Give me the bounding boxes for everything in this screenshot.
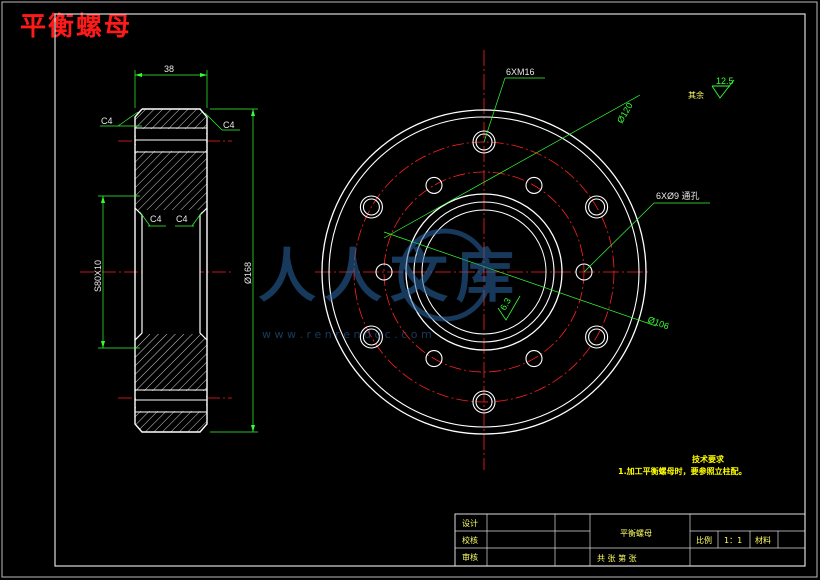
hole-outer-0 xyxy=(472,130,496,154)
roughness-value: 12.5 xyxy=(716,76,734,86)
outer-circle-1 xyxy=(321,109,647,435)
tb-design: 设计 xyxy=(462,518,478,528)
tb-scale-value: 1：1 xyxy=(724,536,742,545)
watermark-url: w w w . r e n r e n d o c . c o m xyxy=(262,328,432,341)
watermark-ring xyxy=(398,228,492,322)
c4-leader-tr xyxy=(204,112,223,131)
outer-holes xyxy=(359,130,609,414)
dia-leader-120 xyxy=(383,94,641,239)
c4-inner-left: C4 xyxy=(150,214,162,224)
hole-outer-3 xyxy=(472,390,496,414)
hole-outer-5-inner xyxy=(362,198,380,216)
general-roughness: 其余 12.5 xyxy=(688,76,735,100)
watermark: 人人文库 w w w . r e n r e n d o c . c o m xyxy=(258,228,522,341)
hole-outer-1 xyxy=(585,195,609,219)
dim-38-arrow-l xyxy=(135,73,142,77)
tb-review: 审核 xyxy=(462,552,478,562)
hole-outer-4-inner xyxy=(362,328,380,346)
drawing-title: 平衡螺母 xyxy=(20,12,133,42)
title-block-frame xyxy=(454,513,806,567)
hole-outer-2 xyxy=(585,325,609,349)
bolt-circle-outer xyxy=(353,141,615,403)
notes-line-1: 1.加工平衡螺母时，要参照立柱配。 xyxy=(618,466,747,476)
through-leader xyxy=(583,202,655,273)
tapped-leader xyxy=(483,77,506,143)
dia-leader-106 xyxy=(383,231,657,327)
height-dim: Ø168 xyxy=(243,262,253,284)
tb-sheet: 共 张 第 张 xyxy=(597,553,637,563)
title-block: 设计 校核 审核 平衡螺母 共 张 第 张 比例 1：1 材料 xyxy=(454,513,806,567)
lower-section-hatch xyxy=(135,333,207,432)
thread-label: S80X10 xyxy=(93,260,103,292)
dim-thread-arrow-t xyxy=(101,196,105,203)
hole-inner-0 xyxy=(525,176,543,194)
hole-outer-3-inner xyxy=(475,393,493,411)
outer-circle-2 xyxy=(328,116,640,428)
outer-circle-label: Ø106 xyxy=(646,314,670,331)
hole-inner-1 xyxy=(575,263,593,281)
bore-circle-3 xyxy=(421,209,547,335)
hole-inner-4 xyxy=(375,263,393,281)
hole-inner-3 xyxy=(425,350,443,368)
bore-hollow xyxy=(142,210,200,334)
side-view: 38 C4 C4 C4 C4 S80X10 Ø168 xyxy=(80,64,258,433)
notes-heading: 技术要求 xyxy=(692,454,725,464)
upper-section-hatch xyxy=(135,109,207,215)
c4-top-left: C4 xyxy=(101,116,113,126)
groove-bottom-clear xyxy=(136,391,206,411)
tb-material-label: 材料 xyxy=(755,535,771,545)
c4-leader-ir xyxy=(191,211,203,227)
technical-notes: 技术要求 1.加工平衡螺母时，要参照立柱配。 xyxy=(618,454,747,476)
c4-inner-right: C4 xyxy=(176,214,188,224)
hole-outer-5 xyxy=(359,195,383,219)
hole-inner-5 xyxy=(425,176,443,194)
c4-leader-tl-2 xyxy=(117,111,139,127)
dim-38-text: 38 xyxy=(164,64,174,74)
bolt-circle-label: Ø120 xyxy=(615,101,635,125)
dim-38-arrow-r xyxy=(200,73,207,77)
c4-top-right: C4 xyxy=(223,120,235,130)
tb-part-name: 平衡螺母 xyxy=(620,528,652,538)
inner-holes xyxy=(375,176,593,368)
dim-168-arrow-t xyxy=(251,109,255,116)
dim-168-arrow-b xyxy=(251,425,255,432)
roughness-label: 其余 xyxy=(688,90,704,100)
bore-outline-right xyxy=(199,207,208,341)
watermark-text: 人人文库 xyxy=(258,242,522,310)
tb-scale-label: 比例 xyxy=(696,535,712,545)
dim-thread-arrow-b xyxy=(101,341,105,348)
local-roughness-symbol xyxy=(497,295,521,321)
side-outline xyxy=(134,108,208,433)
tb-check: 校核 xyxy=(462,535,478,545)
bore-outline xyxy=(134,207,143,341)
hole-outer-0-inner xyxy=(475,133,493,151)
tapped-holes-label: 6XM16 xyxy=(506,67,535,77)
bore-circle-2 xyxy=(413,201,555,343)
inner-border xyxy=(54,13,806,567)
hole-outer-1-inner xyxy=(588,198,606,216)
hole-outer-2-inner xyxy=(588,328,606,346)
through-holes-label: 6XØ9 通孔 xyxy=(656,191,700,201)
c4-leader-il xyxy=(139,211,151,227)
hole-inner-2 xyxy=(525,350,543,368)
bore-circle-1 xyxy=(405,193,563,351)
hole-outer-4 xyxy=(359,325,383,349)
